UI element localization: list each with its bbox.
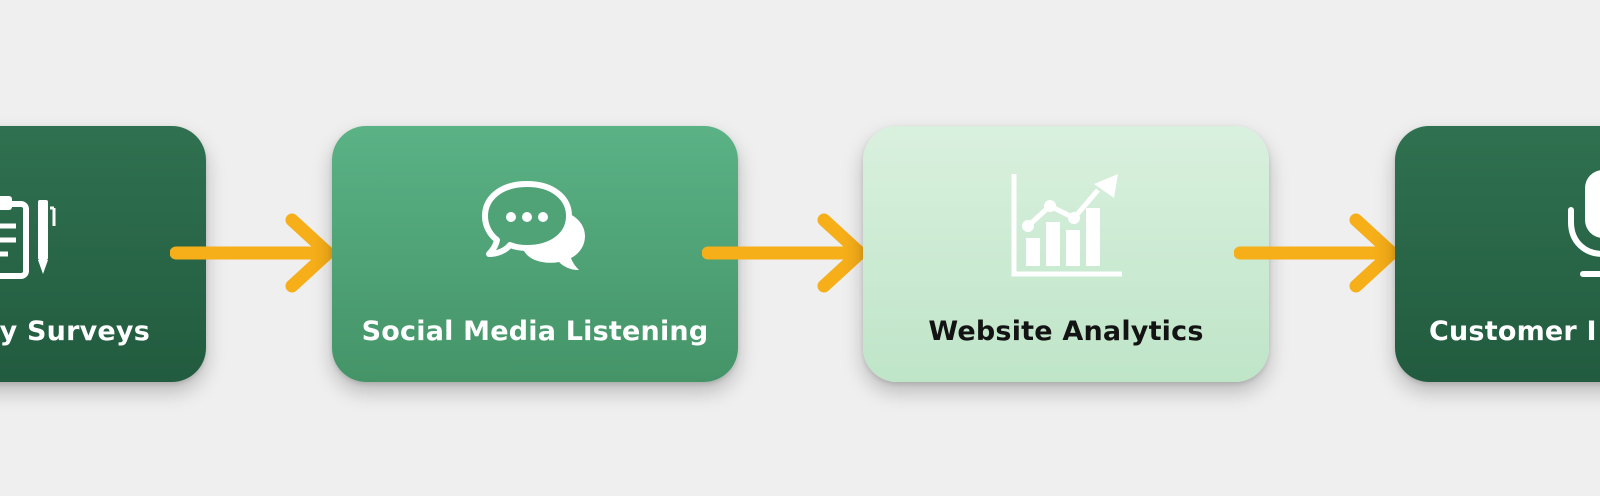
- arrow-right-icon: [1234, 213, 1399, 293]
- step-card-social-media: Social Media Listening: [332, 126, 738, 382]
- step-card-customer: Customer I: [1395, 126, 1600, 382]
- step-label: Website Analytics: [928, 316, 1204, 347]
- arrow-right-icon: [702, 213, 867, 293]
- clipboard-survey-icon: [0, 196, 56, 279]
- bar-line-chart-icon: [1011, 174, 1122, 277]
- chat-bubbles-icon: [482, 181, 585, 270]
- step-label: y Surveys: [0, 316, 150, 347]
- arrow-right-icon: [170, 213, 335, 293]
- step-card-website-analytics: Website Analytics: [863, 126, 1269, 382]
- microphone-icon: [1568, 170, 1600, 277]
- step-label: Social Media Listening: [361, 316, 709, 347]
- step-label: Customer I: [1429, 316, 1597, 347]
